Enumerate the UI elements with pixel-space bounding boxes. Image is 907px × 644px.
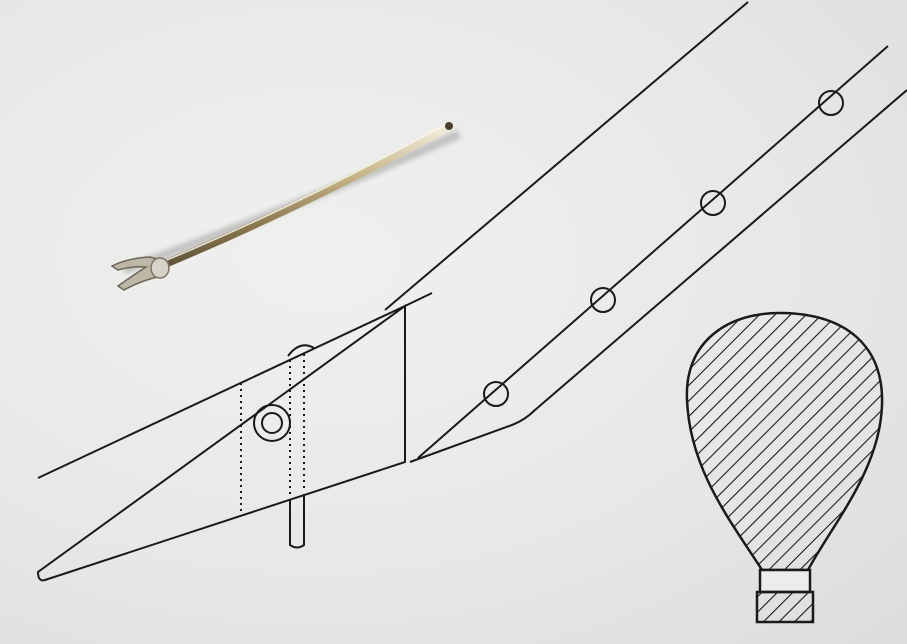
cap-arc bbox=[287, 344, 315, 357]
rod-shaft bbox=[156, 122, 454, 270]
rod-collar bbox=[150, 257, 170, 279]
outer-edge-line bbox=[384, 1, 749, 311]
diagonal-outline bbox=[384, 1, 907, 463]
inner-edge-line bbox=[417, 45, 889, 459]
knob-base-hatched bbox=[755, 590, 815, 624]
hole-marker bbox=[590, 287, 616, 313]
hole-marker bbox=[483, 381, 509, 407]
hole-row bbox=[483, 90, 844, 407]
rod-highlight bbox=[161, 122, 449, 263]
knob-hatched-body bbox=[685, 311, 884, 572]
pivot-outer-ring bbox=[253, 404, 291, 442]
hole-marker bbox=[700, 190, 726, 216]
lower-edge-line bbox=[409, 89, 907, 463]
pivot-inner-ring bbox=[261, 412, 283, 434]
knob-neck bbox=[758, 568, 812, 594]
blade-shape bbox=[36, 292, 433, 582]
hole-marker bbox=[818, 90, 844, 116]
pin-shape bbox=[289, 494, 305, 549]
knob-section bbox=[685, 311, 884, 624]
brass-rod-photo bbox=[110, 122, 461, 291]
rod-end-hole bbox=[445, 122, 453, 130]
blade-outline bbox=[36, 292, 433, 582]
rod-shadow bbox=[122, 129, 461, 275]
